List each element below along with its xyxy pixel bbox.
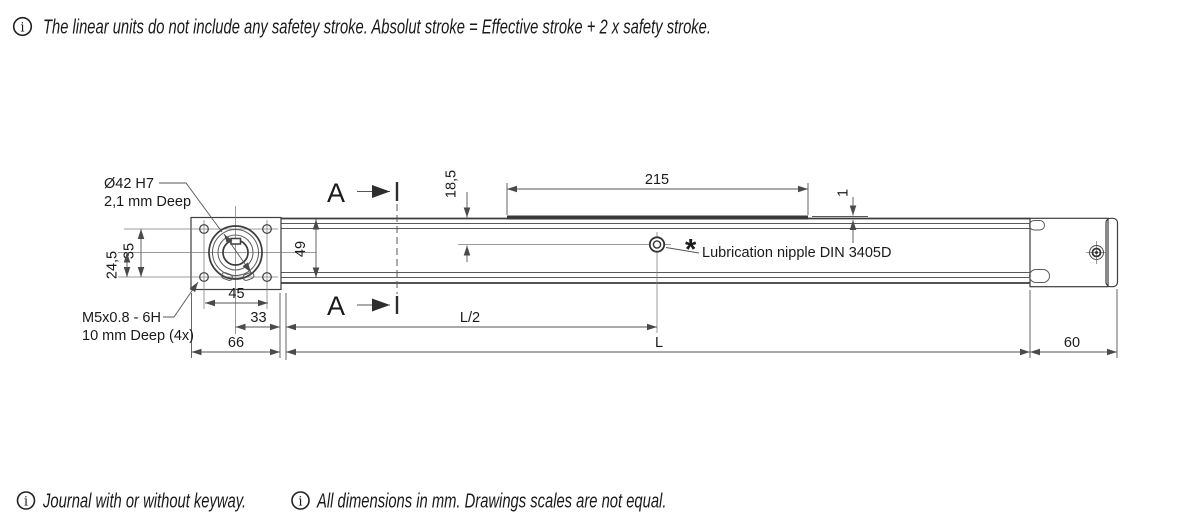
info-icon: i xyxy=(291,491,310,510)
section-label: A xyxy=(327,178,345,208)
relief-slot xyxy=(242,272,255,281)
bolt-hole xyxy=(262,224,272,234)
label-mount-thread: M5x0.8 - 6H xyxy=(82,310,161,326)
body-side-view xyxy=(281,215,1030,284)
label-bore-diameter: Ø42 H7 xyxy=(104,176,154,192)
info-icon-glyph: i xyxy=(20,21,24,36)
dimensions: 35 24,5 45 33 66 49 18,5 215 1 xyxy=(105,170,1118,360)
info-icon-glyph: i xyxy=(24,495,28,510)
dim-flange-width: 66 xyxy=(228,335,244,351)
dim-center-to-bolt: 24,5 xyxy=(105,251,121,279)
section-mark-bottom: A xyxy=(327,291,390,321)
shaft-keyway xyxy=(230,237,242,245)
note-bottom-right: i All dimensions in mm. Drawings scales … xyxy=(291,489,666,512)
relief-slot xyxy=(221,272,233,281)
dim-bolt-horizontal: 45 xyxy=(228,286,244,302)
dim-plate-height: 1 xyxy=(836,189,852,197)
rail-slot-top xyxy=(1029,220,1045,231)
carriage-plate xyxy=(507,215,808,220)
info-icon-glyph: i xyxy=(298,495,302,510)
end-screw xyxy=(1086,241,1107,264)
label-mount-thread-depth: 10 mm Deep (4x) xyxy=(82,328,194,344)
lubrication-nipple xyxy=(458,232,671,333)
info-icon: i xyxy=(12,16,33,37)
dim-half-length: L/2 xyxy=(460,310,480,326)
callout-labels: Ø42 H7 2,1 mm Deep M5x0.8 - 6H 10 mm Dee… xyxy=(82,176,891,344)
bolt-hole xyxy=(199,272,209,282)
rail-slot-bottom xyxy=(1029,269,1050,283)
section-label: A xyxy=(327,291,345,321)
dim-nipple-depth: 18,5 xyxy=(444,170,460,198)
bolt-hole xyxy=(262,272,272,282)
info-icon: i xyxy=(16,491,36,510)
label-bore-depth: 2,1 mm Deep xyxy=(104,194,191,210)
label-lubrication-marker: * xyxy=(685,234,697,266)
section-mark-top: A xyxy=(327,178,399,314)
dim-total-length: L xyxy=(655,335,663,351)
bolt-hole xyxy=(199,224,209,234)
note-bottom-left: i Journal with or without keyway. xyxy=(16,489,246,512)
end-block xyxy=(1029,217,1119,288)
dim-carriage-length: 215 xyxy=(645,172,669,188)
dim-end-length: 60 xyxy=(1064,335,1080,351)
note-top-text: The linear units do not include any safe… xyxy=(43,15,711,38)
dim-bolt-vertical: 35 xyxy=(122,243,138,259)
flange-front-view xyxy=(118,206,316,334)
note-bottom-left-text: Journal with or without keyway. xyxy=(42,489,246,512)
dim-center-to-face: 33 xyxy=(250,310,266,326)
label-lubrication: Lubrication nipple DIN 3405D xyxy=(702,245,891,261)
dim-body-height: 49 xyxy=(293,241,309,257)
note-bottom-right-text: All dimensions in mm. Drawings scales ar… xyxy=(316,489,666,512)
note-top: i The linear units do not include any sa… xyxy=(12,15,711,38)
